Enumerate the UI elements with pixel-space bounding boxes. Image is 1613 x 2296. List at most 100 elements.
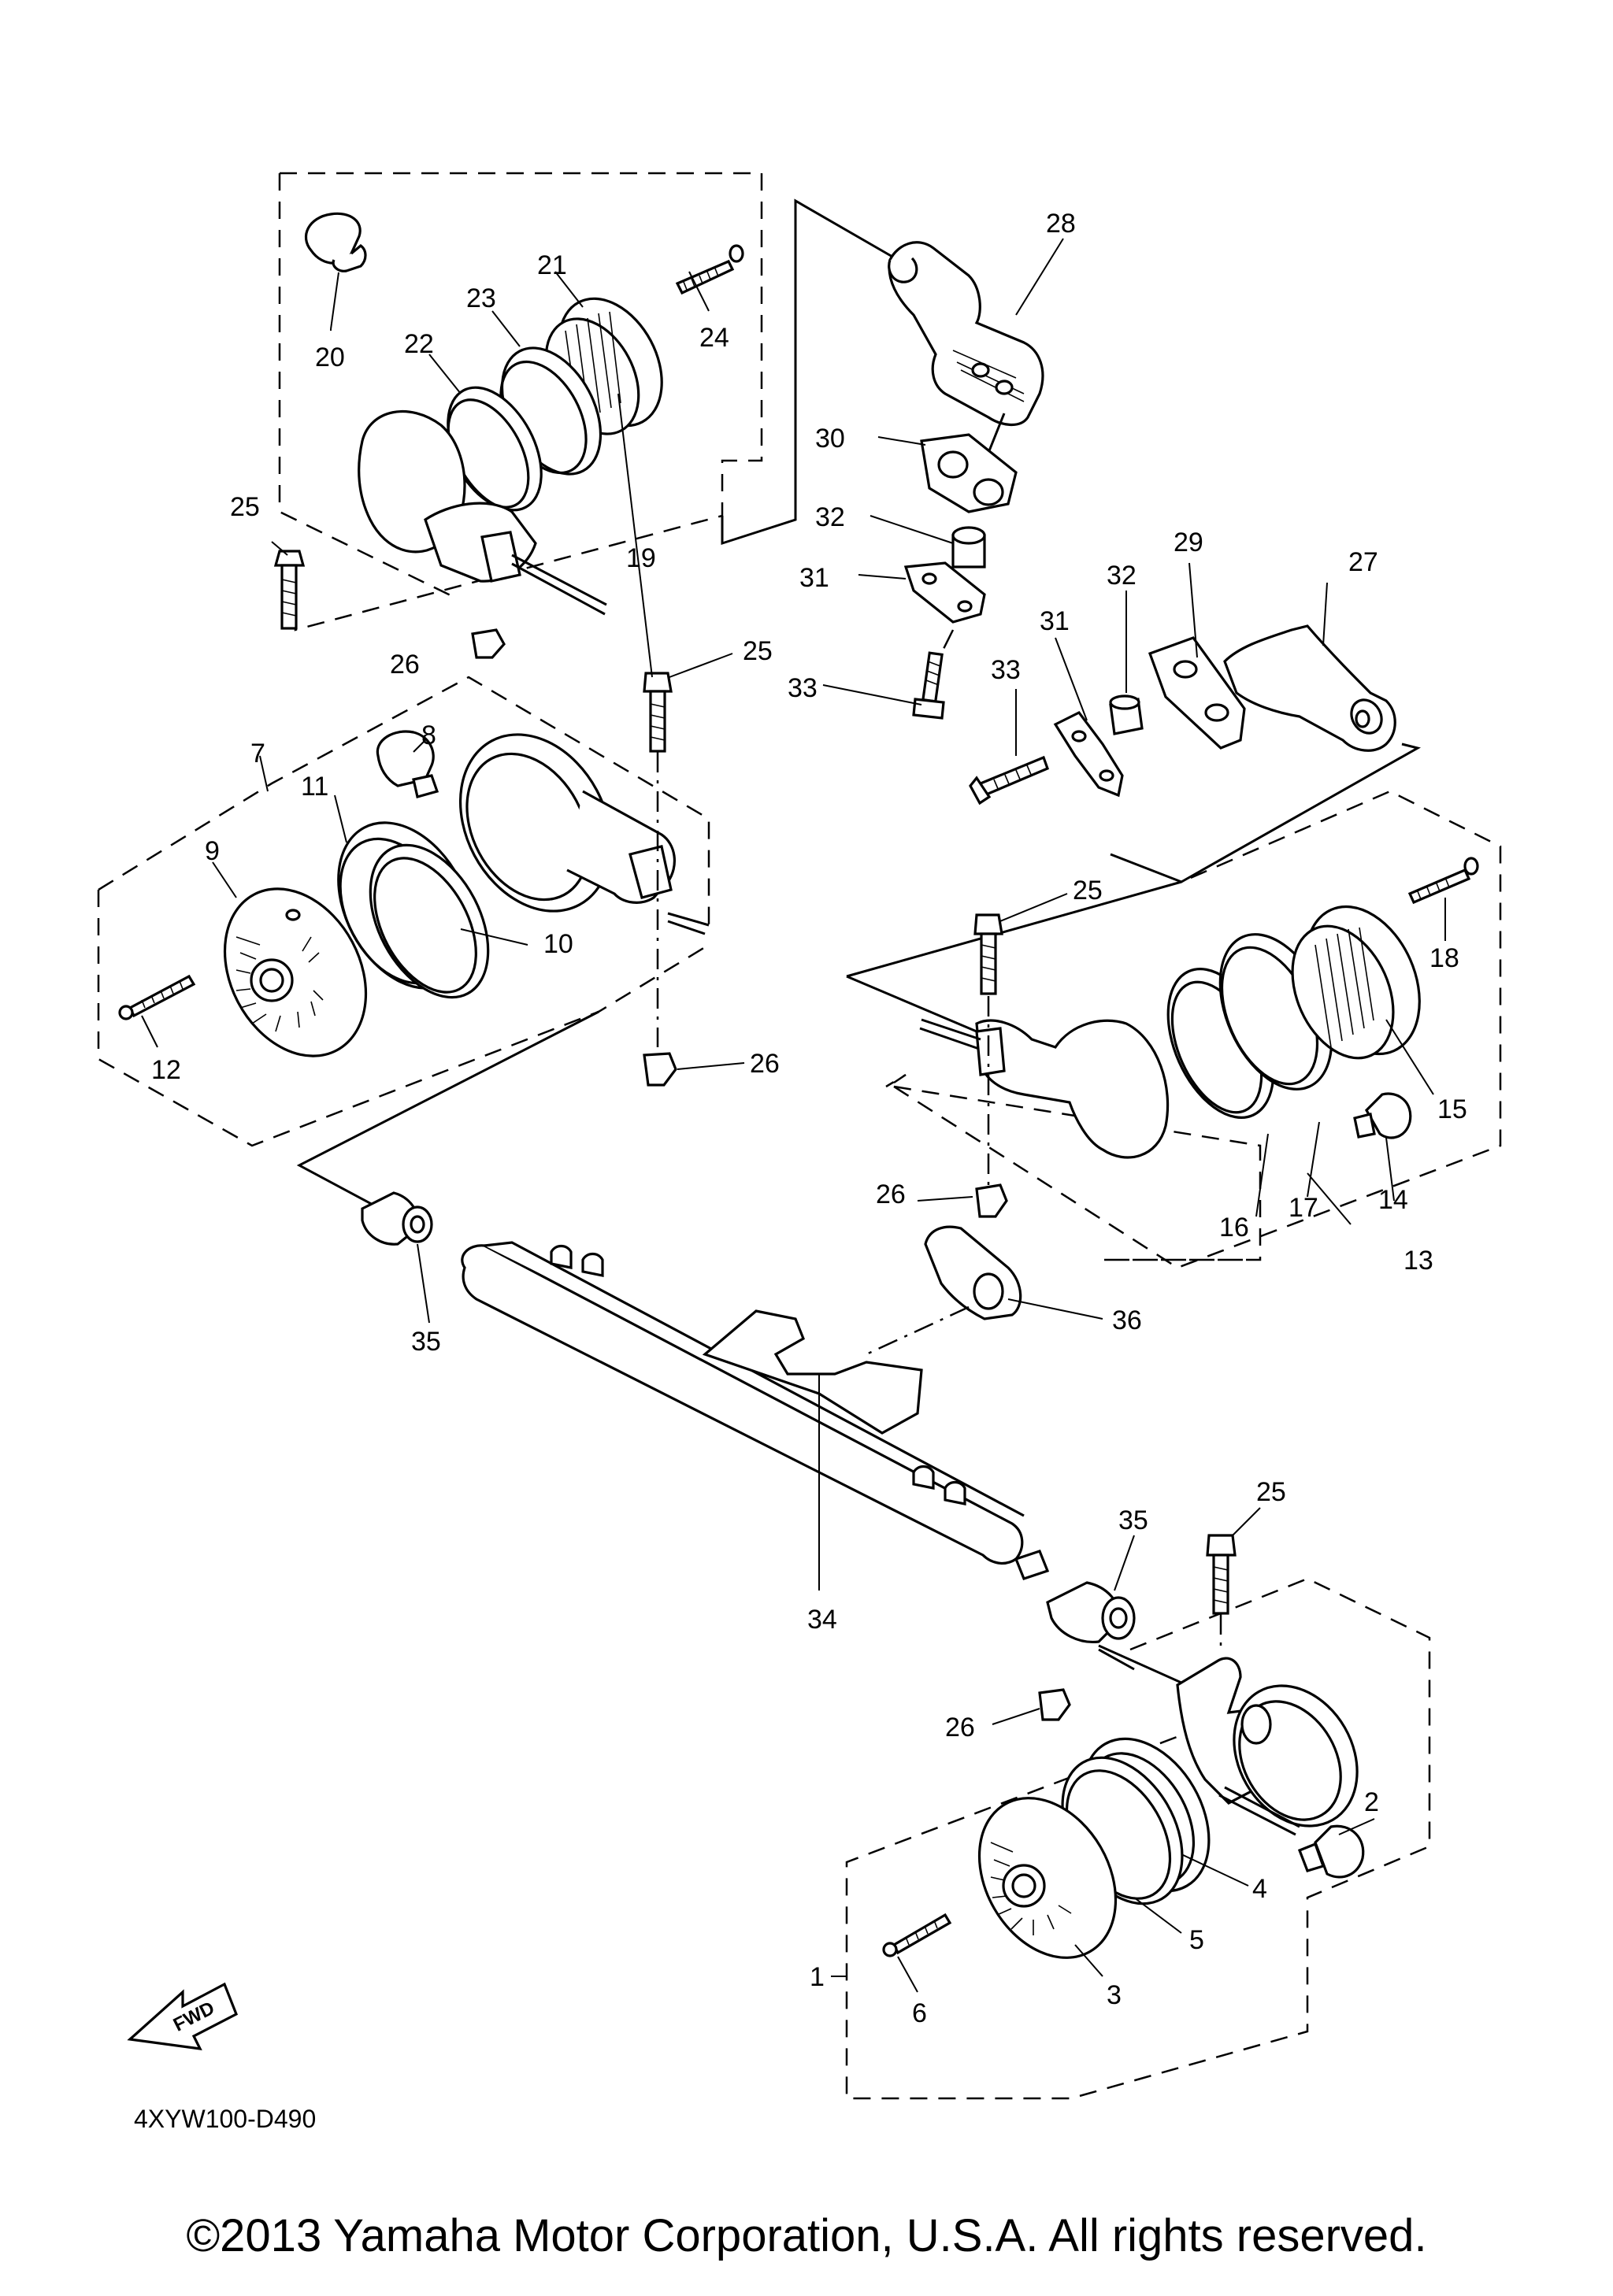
callout-18: 18 bbox=[1429, 943, 1459, 973]
assembly-1-outline bbox=[845, 1577, 1431, 2100]
leader-27-bracket bbox=[1110, 742, 1422, 883]
callout-1: 1 bbox=[810, 1962, 825, 1992]
callout-31: 31 bbox=[1040, 606, 1070, 636]
axis-31-33 bbox=[940, 629, 955, 654]
callout-19: 19 bbox=[626, 543, 656, 573]
screw-18 bbox=[1407, 857, 1479, 905]
callout-11: 11 bbox=[301, 772, 328, 802]
bolt-25-c bbox=[973, 913, 1003, 995]
housing-13 bbox=[919, 1018, 1170, 1159]
callout-2: 2 bbox=[1364, 1787, 1379, 1817]
callout-26: 26 bbox=[390, 650, 420, 680]
lens-15 bbox=[1291, 905, 1421, 1060]
callout-6: 6 bbox=[912, 1998, 927, 2028]
lens-3 bbox=[977, 1797, 1118, 1959]
callout-15: 15 bbox=[1437, 1094, 1467, 1124]
assembly-7-outline bbox=[97, 676, 710, 1147]
holder-27 bbox=[1223, 624, 1396, 752]
callout-5: 5 bbox=[1189, 1925, 1204, 1955]
callout-31: 31 bbox=[799, 563, 829, 593]
callout-23: 23 bbox=[466, 283, 496, 313]
callout-17: 17 bbox=[1289, 1193, 1318, 1223]
drawing-code: 4XYW100-D490 bbox=[134, 2105, 316, 2133]
callout-9: 9 bbox=[205, 836, 220, 866]
bolt-33-a bbox=[912, 651, 945, 720]
callout-22: 22 bbox=[404, 329, 434, 359]
bulb-14 bbox=[1353, 1092, 1412, 1139]
callout-25: 25 bbox=[743, 636, 773, 666]
bulb-20 bbox=[304, 212, 367, 330]
callout-7: 7 bbox=[250, 739, 265, 768]
plate-31-a bbox=[903, 561, 986, 624]
callout-16: 16 bbox=[1219, 1213, 1249, 1242]
callout-14: 14 bbox=[1378, 1185, 1408, 1215]
clamp-36 bbox=[924, 1225, 1022, 1320]
callout-25: 25 bbox=[1073, 876, 1103, 905]
plate-31-b bbox=[1053, 710, 1124, 798]
nut-26-c bbox=[975, 1183, 1008, 1218]
collar-32-b bbox=[1109, 694, 1144, 735]
leader-13-top bbox=[846, 880, 1182, 978]
collar-32-a bbox=[951, 526, 986, 568]
assembly-19-outline bbox=[278, 172, 763, 631]
callout-25: 25 bbox=[230, 492, 260, 522]
nut-26-d bbox=[1038, 1688, 1071, 1721]
gasket-10 bbox=[369, 843, 490, 999]
housing-7 bbox=[458, 733, 710, 935]
copyright-notice: ©2013 Yamaha Motor Corporation, U.S.A. A… bbox=[186, 2210, 1427, 2261]
lens-9 bbox=[223, 887, 368, 1057]
leader-19-bracket bbox=[721, 198, 899, 546]
assembly-13-outline bbox=[885, 790, 1502, 1269]
leader-1-mid bbox=[1098, 1648, 1135, 1671]
callout-33: 33 bbox=[788, 673, 818, 703]
leader-28-30 bbox=[987, 413, 1006, 454]
bolt-25-a bbox=[273, 550, 306, 630]
callout-33: 33 bbox=[991, 655, 1021, 685]
callout-26: 26 bbox=[876, 1179, 906, 1209]
callout-26: 26 bbox=[750, 1049, 780, 1079]
housing-19 bbox=[358, 410, 607, 616]
grommet-35-a bbox=[361, 1191, 433, 1246]
callout-28: 28 bbox=[1046, 209, 1076, 239]
grommet-35-b bbox=[1046, 1581, 1136, 1644]
callout-30: 30 bbox=[815, 424, 845, 454]
screw-12 bbox=[118, 974, 196, 1020]
nut-26-b bbox=[643, 1052, 677, 1087]
callout-36: 36 bbox=[1112, 1305, 1142, 1335]
bulb-2 bbox=[1297, 1824, 1365, 1879]
callout-labels: 1 2 3 4 5 6 7 8 9 10 11 12 13 14 15 16 1… bbox=[151, 209, 1467, 2028]
callout-35: 35 bbox=[411, 1327, 441, 1357]
callout-20: 20 bbox=[315, 343, 345, 372]
callout-27: 27 bbox=[1348, 547, 1378, 577]
bolt-33-b bbox=[969, 755, 1050, 805]
callout-4: 4 bbox=[1252, 1874, 1267, 1904]
housing-1 bbox=[1176, 1657, 1359, 1836]
forward-arrow-icon: FWD bbox=[127, 1982, 239, 2050]
callout-34: 34 bbox=[807, 1605, 837, 1635]
bolt-25-b bbox=[643, 672, 673, 753]
bolt-25-d bbox=[1206, 1534, 1237, 1615]
screw-24 bbox=[675, 244, 744, 295]
callout-32: 32 bbox=[815, 502, 845, 532]
leader-13-left bbox=[846, 975, 977, 1033]
nut-26-a bbox=[471, 628, 506, 659]
holder-28 bbox=[888, 241, 1044, 426]
callout-32: 32 bbox=[1107, 561, 1137, 591]
callout-29: 29 bbox=[1174, 528, 1203, 557]
callout-35: 35 bbox=[1118, 1505, 1148, 1535]
callout-3: 3 bbox=[1107, 1980, 1122, 2010]
damper-30 bbox=[920, 433, 1018, 513]
callout-25: 25 bbox=[1256, 1477, 1286, 1507]
callout-10: 10 bbox=[543, 929, 573, 959]
screw-6 bbox=[882, 1913, 952, 1957]
callout-8: 8 bbox=[421, 720, 436, 750]
callout-13: 13 bbox=[1403, 1246, 1433, 1276]
axis-36 bbox=[866, 1305, 970, 1356]
callout-12: 12 bbox=[151, 1055, 181, 1085]
callout-21: 21 bbox=[537, 250, 567, 280]
leader-lines bbox=[141, 238, 1446, 1993]
damper-29 bbox=[1148, 636, 1246, 750]
callout-24: 24 bbox=[699, 323, 729, 353]
callout-26: 26 bbox=[945, 1713, 975, 1742]
